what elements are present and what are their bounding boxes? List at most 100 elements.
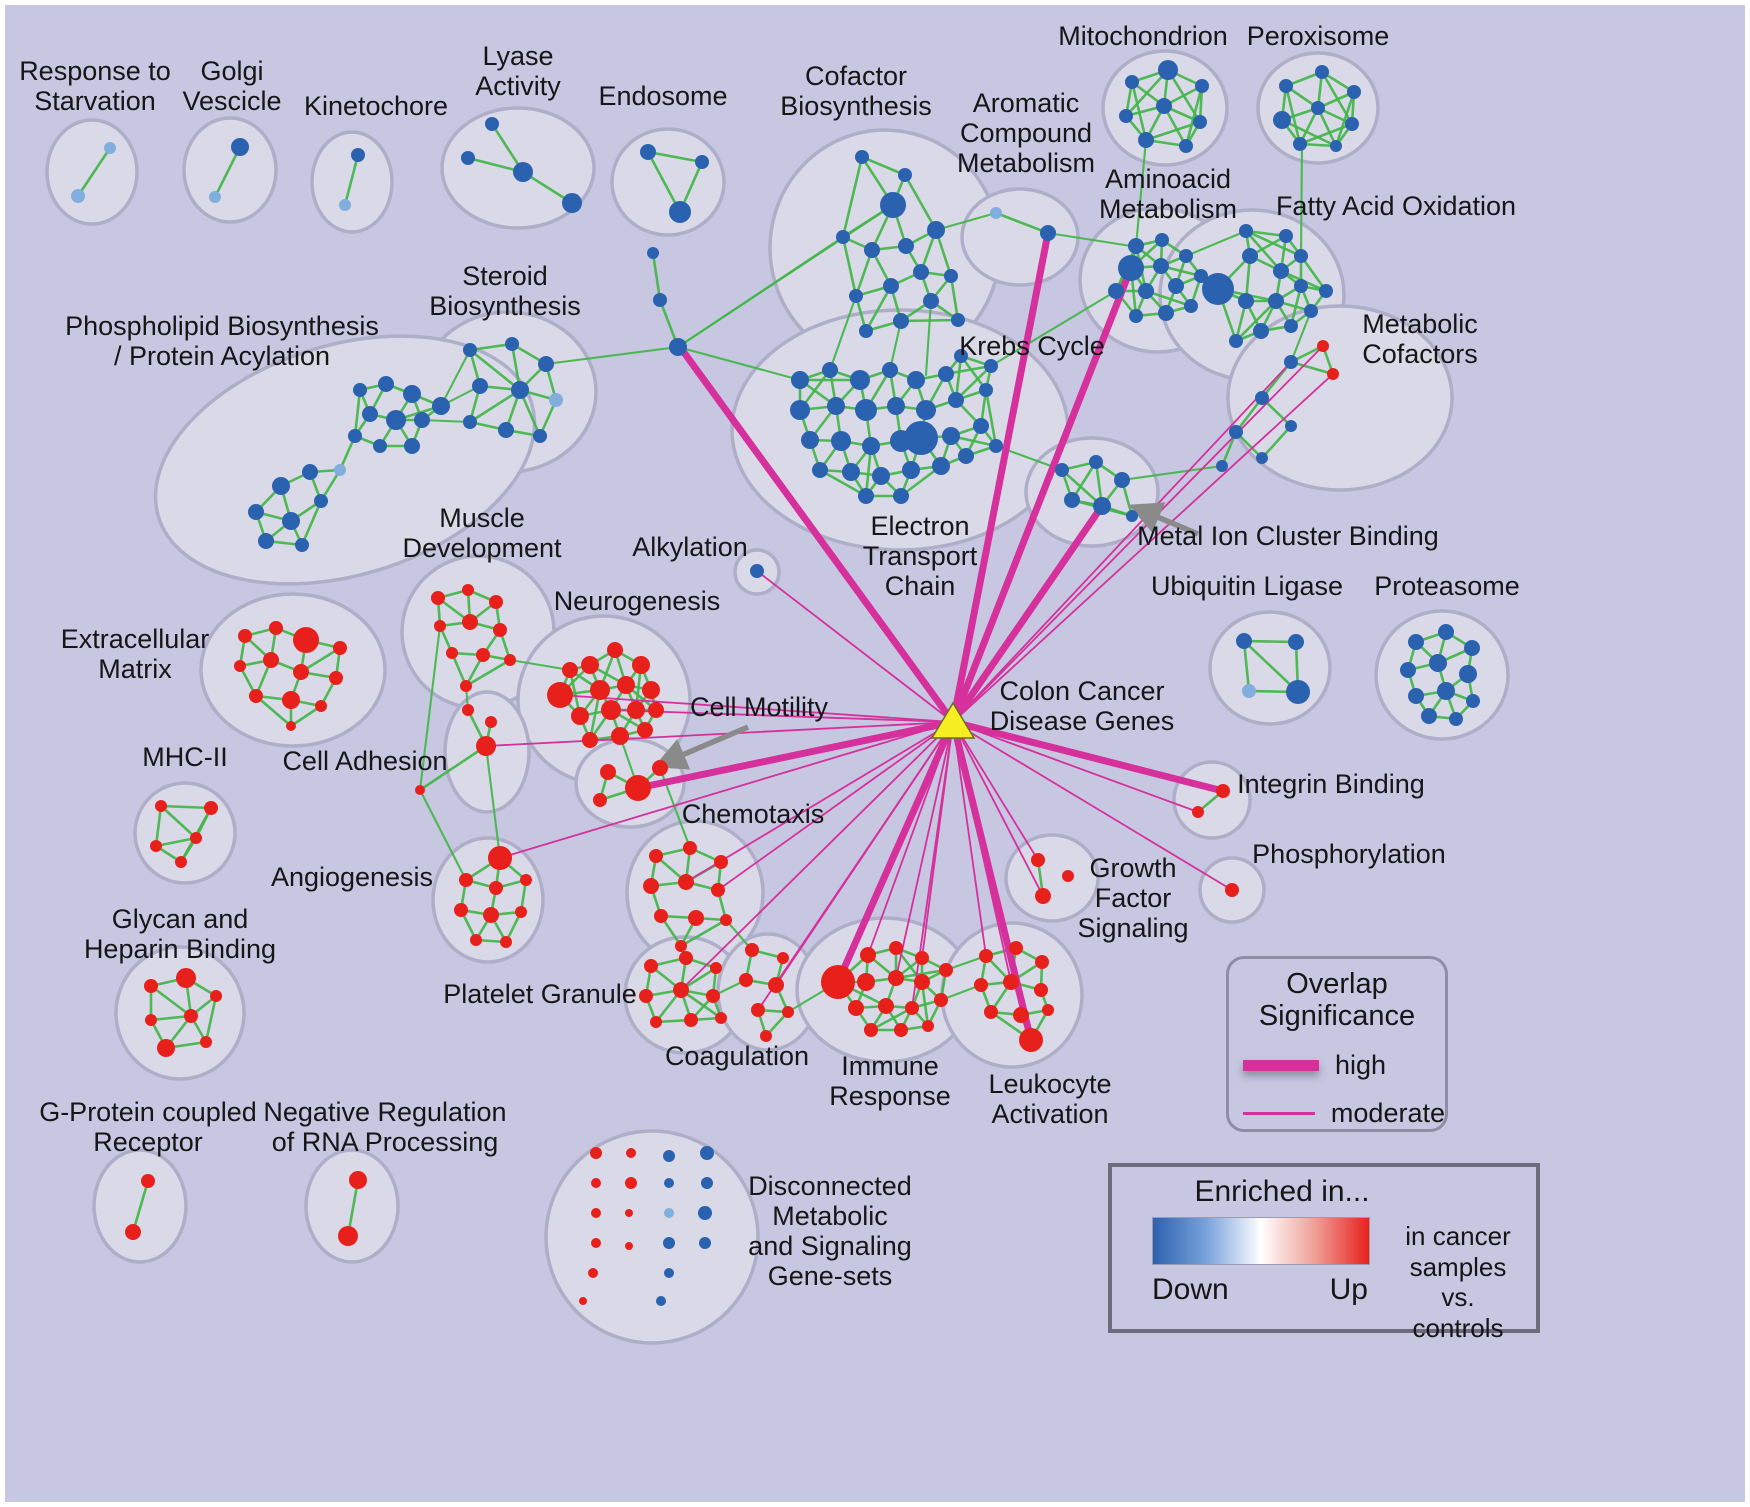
phospholipid-biosynthesis-node <box>404 438 420 454</box>
phospholipid-biosynthesis-node <box>403 385 421 403</box>
aminoacid-metabolism-node <box>1128 238 1144 254</box>
label-endosome: Endosome <box>598 81 727 111</box>
enrichment-gradient-bar <box>1152 1217 1370 1265</box>
endosome-node <box>695 155 709 169</box>
aminoacid-metabolism-node <box>1155 233 1169 247</box>
significance-edge-moderate <box>952 721 1039 861</box>
edge-cofactor-biosynthesis <box>841 235 858 298</box>
significance-edge-moderate <box>952 721 1233 891</box>
coagulation-node <box>760 1030 772 1042</box>
edge-immune-response <box>869 1006 914 1032</box>
inter-cluster-edge <box>508 658 572 672</box>
glycan-heparin-binding-node <box>145 1014 157 1026</box>
electron-transport-chain-node <box>812 462 828 478</box>
platelet-granule-node <box>684 1013 698 1027</box>
edge-mhc-ii <box>159 804 198 840</box>
edge-peroxisome <box>1280 118 1338 148</box>
proteasome-node <box>1449 712 1463 726</box>
aminoacid-metabolism-node <box>1118 255 1144 281</box>
proteasome-node <box>1400 662 1416 678</box>
coagulation-node <box>768 977 784 993</box>
leukocyte-activation-node <box>1035 955 1049 969</box>
muscle-development-node <box>462 584 474 596</box>
electron-transport-chain-node <box>902 461 920 479</box>
phospholipid-biosynthesis-node <box>248 504 264 520</box>
immune-response-node <box>888 970 904 986</box>
cofactor-biosynthesis-node <box>898 238 914 254</box>
leukocyte-activation-node <box>1019 1028 1043 1052</box>
extracellular-matrix-node <box>315 700 327 712</box>
enrichment-note: in cancer samples vs. controls <box>1394 1221 1522 1344</box>
disconnected-gene-sets-node <box>625 1177 637 1189</box>
angiogenesis-node <box>459 873 473 887</box>
neurogenesis-node <box>627 701 645 719</box>
cluster-metabolic-cofactors <box>1226 304 1454 492</box>
glycan-heparin-binding-node <box>184 1009 198 1023</box>
immune-response-node <box>857 973 875 991</box>
significance-edge-high <box>949 264 1135 726</box>
significance-edge-moderate <box>895 721 954 979</box>
inter-cluster-edge <box>1134 138 1148 248</box>
angiogenesis-node <box>489 881 503 895</box>
cofactor-biosynthesis-node <box>898 168 912 182</box>
ubiquitin-ligase-node <box>1236 633 1252 649</box>
label-peroxisome: Peroxisome <box>1247 21 1390 51</box>
neurogenesis-node <box>611 727 629 745</box>
disconnected-gene-sets-node <box>656 1296 666 1306</box>
disconnected-gene-sets-node <box>664 1268 674 1278</box>
neurogenesis-node <box>648 702 664 718</box>
electron-transport-chain-node <box>858 488 874 504</box>
label-cell-adhesion: Cell Adhesion <box>282 746 447 776</box>
phospholipid-biosynthesis-node <box>282 512 300 530</box>
kinetochore-node <box>351 148 365 162</box>
muscle-development-node <box>431 591 445 605</box>
leukocyte-activation-node <box>1009 941 1023 955</box>
glycan-heparin-binding-node <box>210 990 222 1002</box>
growth-factor-signaling-node <box>1031 853 1045 867</box>
significance-edge-moderate <box>685 721 954 883</box>
electron-transport-chain-node <box>827 397 845 415</box>
edge-peroxisome <box>1298 122 1354 146</box>
metabolic-cofactors-node <box>1285 420 1297 432</box>
moderate-significance-line-sample <box>1243 1111 1315 1115</box>
disconnected-gene-sets-node <box>590 1147 602 1159</box>
cluster-glycan-heparin-binding <box>114 945 246 1081</box>
phospholipid-biosynthesis-node <box>386 410 406 430</box>
g-protein-coupled-receptor-node <box>125 1224 141 1240</box>
proteasome-node <box>1429 654 1447 672</box>
immune-response-node <box>915 951 929 965</box>
edge-steroid-biosynthesis <box>468 348 522 392</box>
phospholipid-biosynthesis-node <box>353 383 367 397</box>
proteasome-node <box>1438 624 1454 640</box>
cell-motility-node <box>625 775 651 801</box>
colon-cancer-disease-genes-triangle <box>930 701 976 739</box>
phospholipid-biosynthesis-node <box>348 429 362 443</box>
coagulation-node <box>751 1003 765 1017</box>
significance-edge-high <box>634 718 957 792</box>
proteasome-node <box>1408 634 1424 650</box>
peroxisome-node <box>1273 111 1291 129</box>
lyase-activity-node <box>562 193 582 213</box>
phospholipid-biosynthesis-node <box>272 477 290 495</box>
neurogenesis-node <box>617 676 635 694</box>
cluster-golgi-vescicle <box>182 116 278 224</box>
mitochondrion-node <box>1156 98 1172 114</box>
cofactor-biosynthesis-node <box>849 289 863 303</box>
peroxisome-node <box>1330 140 1342 152</box>
edge-phospholipid-biosynthesis <box>300 499 323 547</box>
electron-transport-chain-node <box>973 418 989 434</box>
metabolic-cofactors-node <box>1317 340 1329 352</box>
coagulation-node <box>745 943 759 957</box>
label-ubiquitin-ligase: Ubiquitin Ligase <box>1151 571 1343 601</box>
endosome-node <box>640 144 656 160</box>
metabolic-cofactors-node <box>1327 368 1339 380</box>
significance-edge-moderate <box>952 361 1292 723</box>
electron-transport-chain-node <box>850 370 870 390</box>
inter-cluster-edge <box>1299 142 1304 258</box>
cell-motility-node <box>600 764 616 780</box>
